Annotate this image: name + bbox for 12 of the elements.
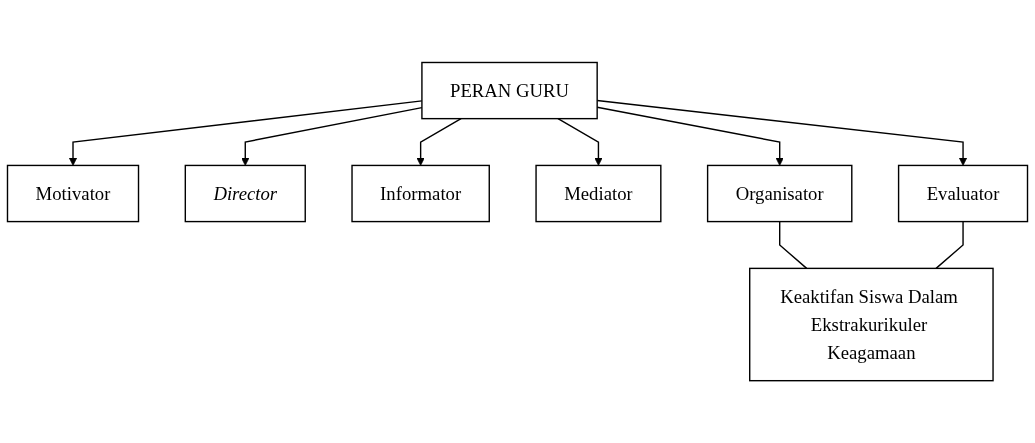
node-box: Organisator [706, 164, 853, 223]
connector [779, 220, 808, 269]
node-box: PERAN GURU [421, 61, 598, 120]
connector [935, 220, 964, 269]
node-box: Evaluator [897, 164, 1029, 223]
arrow [416, 117, 462, 166]
node-box: Informator [351, 164, 490, 223]
node-box: Director [184, 164, 306, 223]
node-box: Mediator [535, 164, 662, 223]
node-box: Motivator [6, 164, 140, 223]
node-box: Keaktifan Siswa Dalam Ekstrakurikuler Keagamaan [749, 267, 994, 382]
arrow [557, 117, 603, 166]
